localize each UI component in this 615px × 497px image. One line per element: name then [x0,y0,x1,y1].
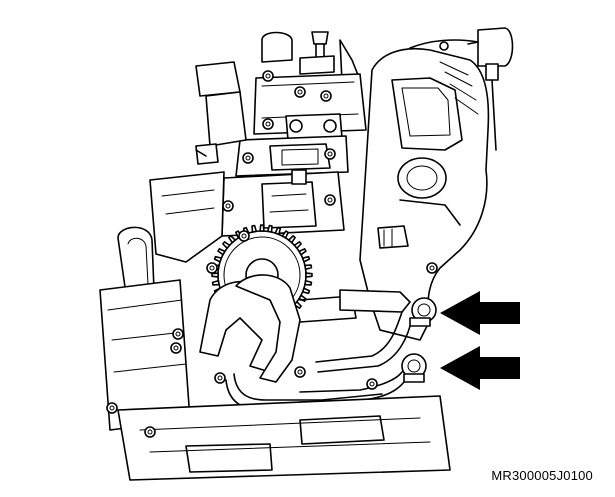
bolt-center [323,93,329,99]
bolt-center [109,405,115,411]
gear-tooth [301,255,311,263]
bolt-center [175,331,181,337]
fasteners [106,70,438,438]
bolt-head [214,372,226,384]
gear-tooth [211,279,220,286]
bolt-center [173,345,179,351]
bolt-center [429,265,435,271]
bolt-head [144,426,156,438]
gear-tooth [298,248,307,256]
bolt-head [324,194,336,206]
bolt-head [426,262,438,274]
bolt-head [172,328,184,340]
bolt-head [206,262,218,274]
bolt-head [238,230,250,242]
figure-code-label: MR300005J0100 [491,468,593,483]
bolt-head [294,366,306,378]
bolt-head [320,90,332,102]
bolt-center [297,369,303,375]
gear-tooth [293,241,302,250]
engine-block-left [99,61,247,431]
upper-hose [315,289,437,373]
gear-tooth [287,235,296,244]
bolt-center [217,375,223,381]
bolt-head [242,152,254,164]
lower-banjo-bolt [401,353,427,383]
gear-tooth [259,224,265,232]
gear-tooth [304,264,313,271]
bolt-head [222,200,234,212]
bolt-center [369,381,375,387]
gear-tooth [274,226,282,236]
bolt-head [106,402,118,414]
cylinder-head [221,31,367,237]
arrow-left-icon [440,291,520,335]
bolt-center [225,203,231,209]
gear-tooth [222,241,231,250]
bolt-center [147,429,153,435]
gear-tooth [304,279,313,286]
bolt-head [262,118,274,130]
fuel-pipes [199,274,383,411]
bolt-center [297,89,303,95]
arrow-left-icon [440,346,520,390]
gear-tooth [251,224,258,233]
bolt-head [294,86,306,98]
bolt-center [209,265,215,271]
vacuum-actuator [409,27,514,151]
bolt-head [262,70,274,82]
gear-tooth [281,230,289,239]
gear-tooth [213,255,223,263]
gear-tooth [217,248,226,256]
gear-tooth [305,272,313,278]
bolt-center [327,151,333,157]
gear-tooth [301,287,311,295]
bolt-center [327,197,333,203]
upper-banjo-bolt [409,297,437,327]
bolt-head [170,342,182,354]
bolt-head [324,148,336,160]
bolt-center [265,121,271,127]
bolt-center [241,233,247,239]
gear-tooth [266,224,273,233]
bolt-head [366,378,378,390]
bolt-center [265,73,271,79]
lower-housing [117,395,451,481]
gear-tooth [228,235,237,244]
bolt-center [245,155,251,161]
